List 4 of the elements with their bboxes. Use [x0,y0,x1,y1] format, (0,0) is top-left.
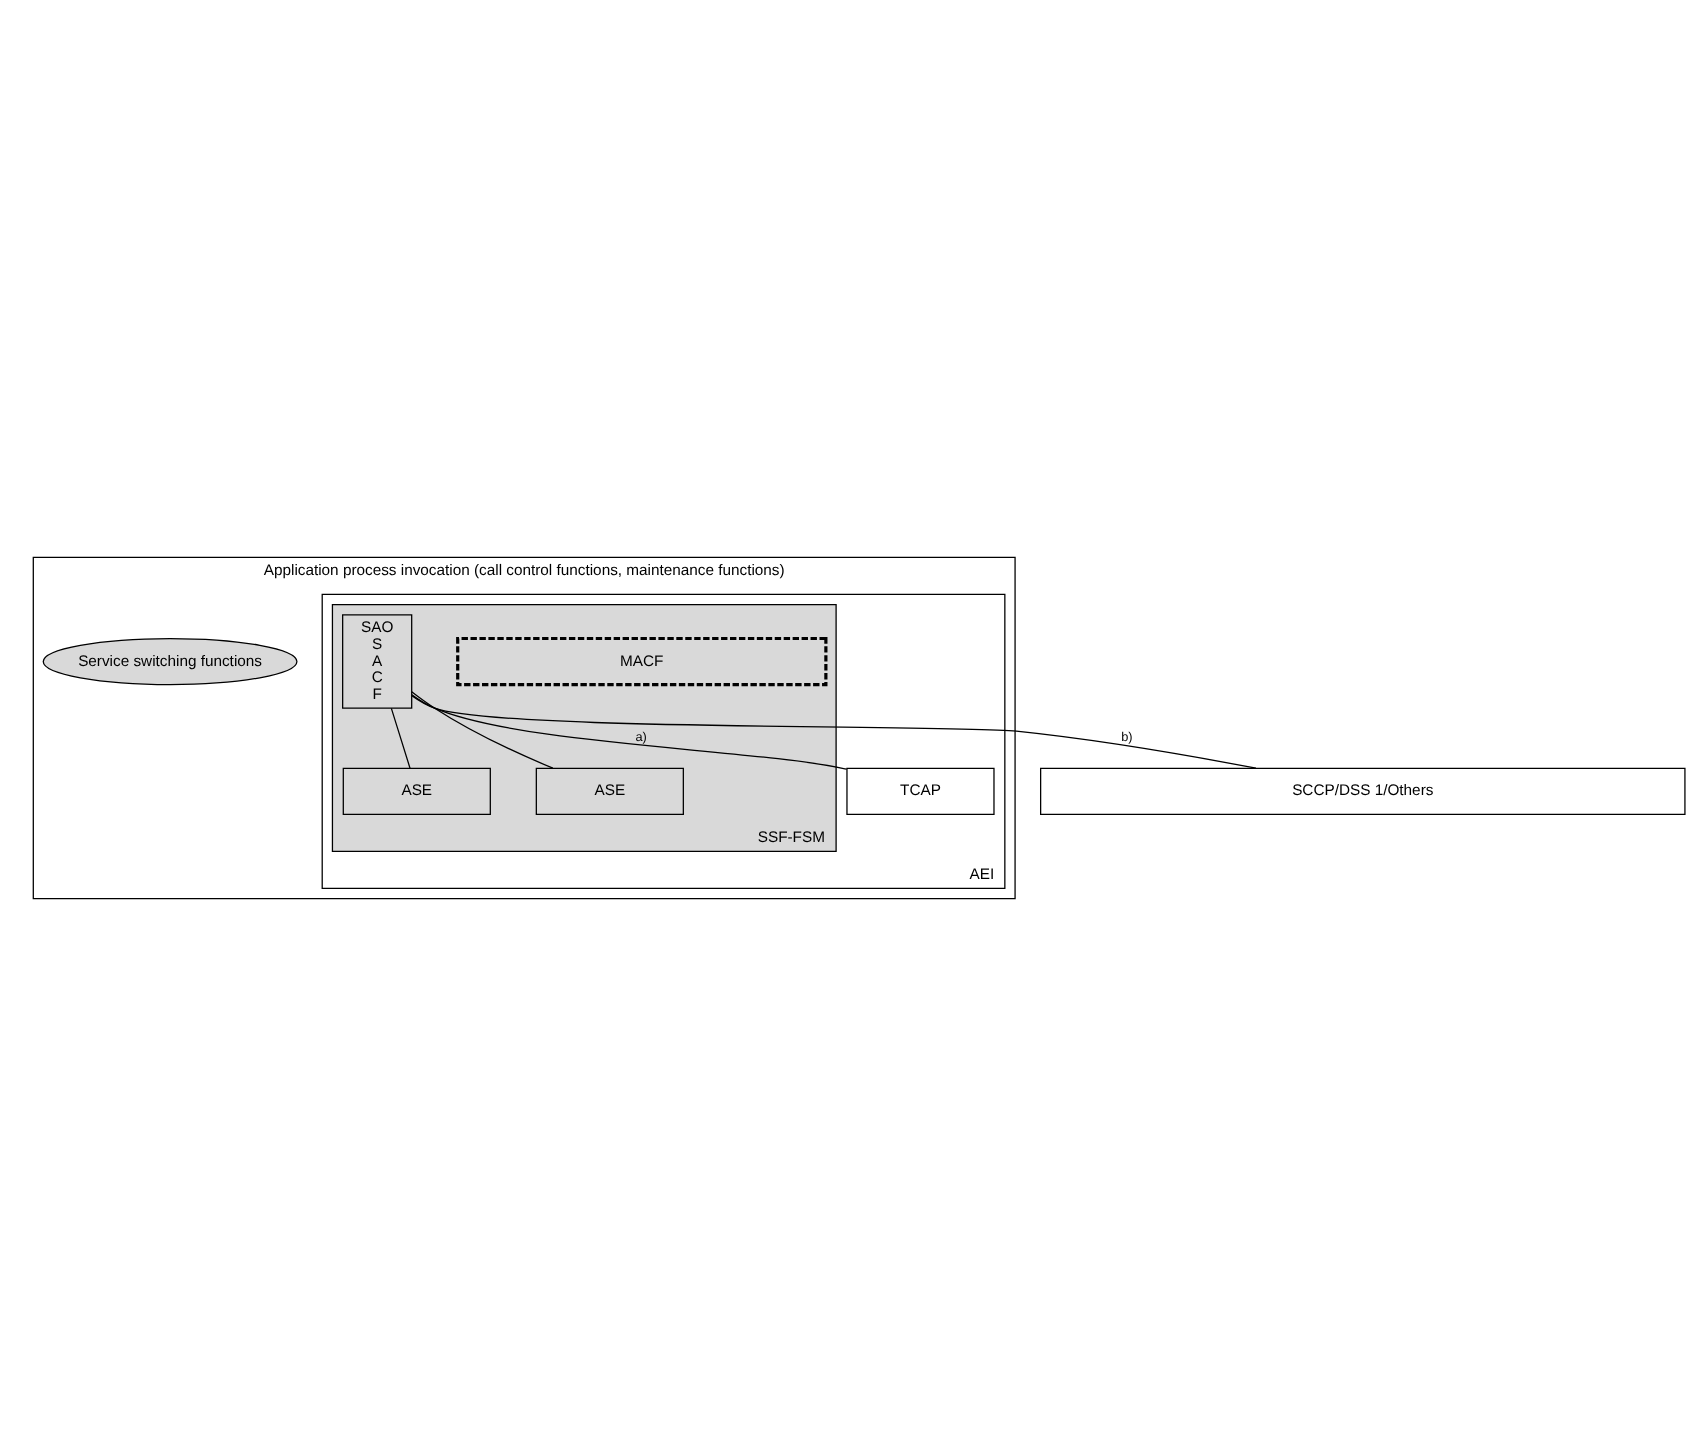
connector [390,706,411,768]
connector [411,694,1257,768]
connector [411,693,848,769]
connector [411,690,554,768]
